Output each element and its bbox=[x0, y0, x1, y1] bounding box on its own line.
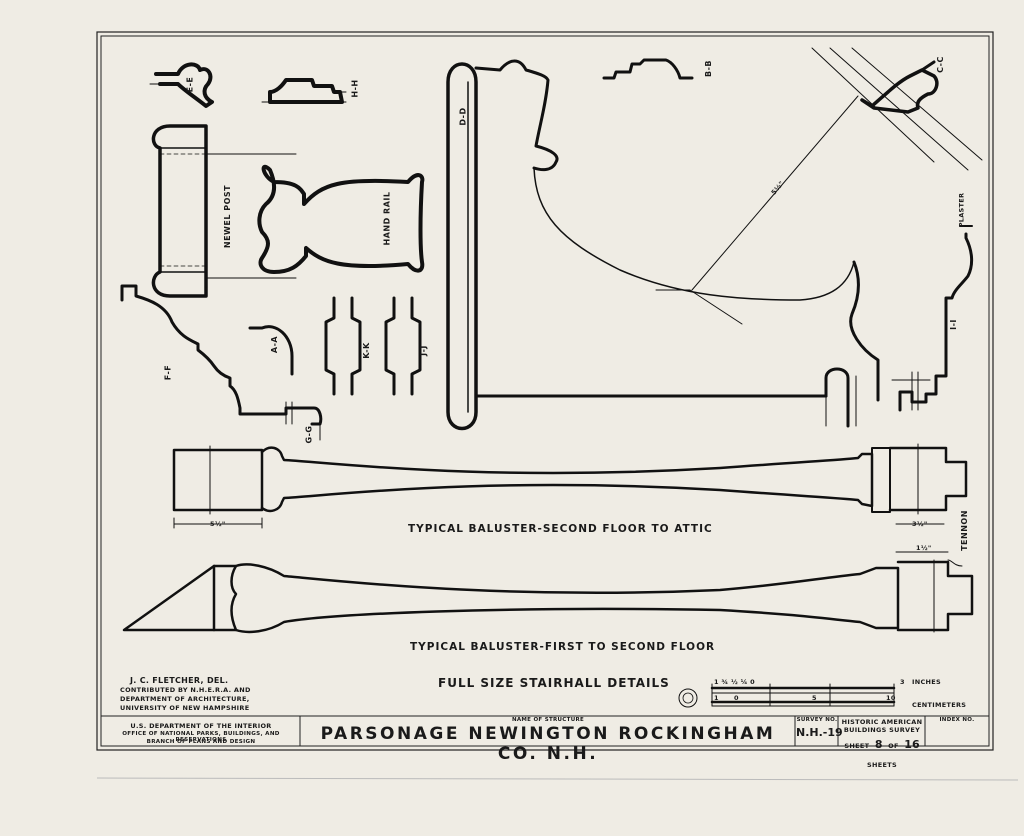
profile-d-d bbox=[446, 59, 880, 431]
label-d-d: D-D bbox=[458, 107, 468, 126]
graphic-scale bbox=[710, 683, 896, 707]
label-f-f: F-F bbox=[163, 364, 173, 381]
title-block-lines bbox=[101, 715, 989, 746]
caption-baluster-upper: TYPICAL BALUSTER-SECOND FLOOR TO ATTIC bbox=[408, 523, 713, 535]
label-e-e: E-E bbox=[185, 76, 195, 93]
label-h-h: H-H bbox=[350, 79, 360, 98]
scale-cm-mid: 5 bbox=[812, 694, 817, 702]
profile-j-j bbox=[384, 296, 422, 396]
sheet-total: 16 bbox=[904, 738, 920, 751]
label-newel-post: NEWEL POST bbox=[223, 184, 233, 249]
profile-f-f bbox=[120, 284, 323, 426]
profile-b-b bbox=[602, 58, 694, 80]
label-j-j: J-J bbox=[418, 345, 428, 356]
agency-line-3: BRANCH OF PLANS AND DESIGN bbox=[146, 739, 256, 745]
main-title: FULL SIZE STAIRHALL DETAILS bbox=[438, 676, 670, 690]
baluster-lower bbox=[122, 551, 974, 634]
profile-k-k bbox=[324, 296, 362, 396]
label-i-i: I-I bbox=[948, 319, 958, 330]
scale-inch-end: 3 bbox=[900, 678, 905, 686]
label-b-b: B-B bbox=[704, 59, 714, 78]
lower-trim-line bbox=[96, 777, 1019, 781]
sheets-word: SHEETS bbox=[867, 761, 897, 769]
index-no-label: INDEX NO. bbox=[939, 717, 975, 723]
dimension-upper-right: 3½" bbox=[912, 520, 928, 528]
scale-cm-label: CENTIMETERS bbox=[912, 701, 967, 709]
survey-number: N.H.-19 bbox=[796, 726, 843, 739]
newel-post bbox=[151, 124, 297, 298]
scale-cm-start: 1 bbox=[714, 694, 719, 702]
profile-a-a bbox=[248, 325, 294, 376]
label-tennon: TENNON bbox=[959, 510, 969, 551]
profile-e-e bbox=[154, 62, 214, 108]
credit-line-2: DEPARTMENT OF ARCHITECTURE, bbox=[120, 695, 250, 703]
credit-delineator: J. C. FLETCHER, DEL. bbox=[130, 676, 229, 685]
habs-seal bbox=[678, 688, 698, 708]
credit-line-3: UNIVERSITY OF NEW HAMPSHIRE bbox=[120, 704, 250, 712]
agency-line-1: U.S. DEPARTMENT OF THE INTERIOR bbox=[130, 722, 272, 730]
dimension-lower-right: 1½" bbox=[916, 544, 932, 552]
inner-border bbox=[100, 35, 990, 747]
label-a-a: A-A bbox=[270, 335, 280, 354]
agency-line-2: OFFICE OF NATIONAL PARKS, BUILDINGS, AND… bbox=[122, 731, 280, 743]
habs-line-2: BUILDINGS SURVEY bbox=[843, 726, 921, 734]
hand-rail bbox=[257, 164, 425, 274]
profile-i-i bbox=[898, 232, 974, 412]
label-k-k: K-K bbox=[361, 342, 371, 359]
scale-inch-marks: 1 ¾ ½ ¼ 0 bbox=[714, 678, 755, 686]
label-hand-rail: HAND RAIL bbox=[382, 191, 392, 246]
name-of-structure-label: NAME OF STRUCTURE bbox=[511, 717, 585, 723]
of-word: OF bbox=[888, 742, 899, 750]
profile-c-c bbox=[811, 47, 983, 171]
sheet-count: SHEET 8 OF 16 SHEETS bbox=[839, 733, 925, 771]
dimension-upper-left: 5½" bbox=[210, 520, 226, 528]
structure-name: PARSONAGE NEWINGTON ROCKINGHAM CO. N.H. bbox=[320, 724, 776, 764]
outer-border bbox=[96, 31, 994, 751]
habs-line-1: HISTORIC AMERICAN bbox=[841, 718, 923, 726]
scale-cm-zero: 0 bbox=[734, 694, 739, 702]
credit-line-1: CONTRIBUTED BY N.H.E.R.A. AND bbox=[120, 686, 251, 694]
label-c-c: C-C bbox=[935, 56, 945, 73]
baluster-upper bbox=[172, 443, 968, 529]
sheet-word: SHEET bbox=[844, 742, 870, 750]
sheet-number: 8 bbox=[874, 738, 883, 751]
caption-baluster-lower: TYPICAL BALUSTER-FIRST TO SECOND FLOOR bbox=[410, 641, 716, 653]
label-g-g: G-G bbox=[304, 425, 314, 444]
label-plaster: PLASTER bbox=[957, 192, 966, 228]
profile-h-h bbox=[268, 78, 344, 104]
scale-cm-end: 10 bbox=[886, 694, 896, 702]
scale-inches-label: INCHES bbox=[912, 678, 941, 686]
survey-no-label: SURVEY NO. bbox=[796, 717, 838, 723]
